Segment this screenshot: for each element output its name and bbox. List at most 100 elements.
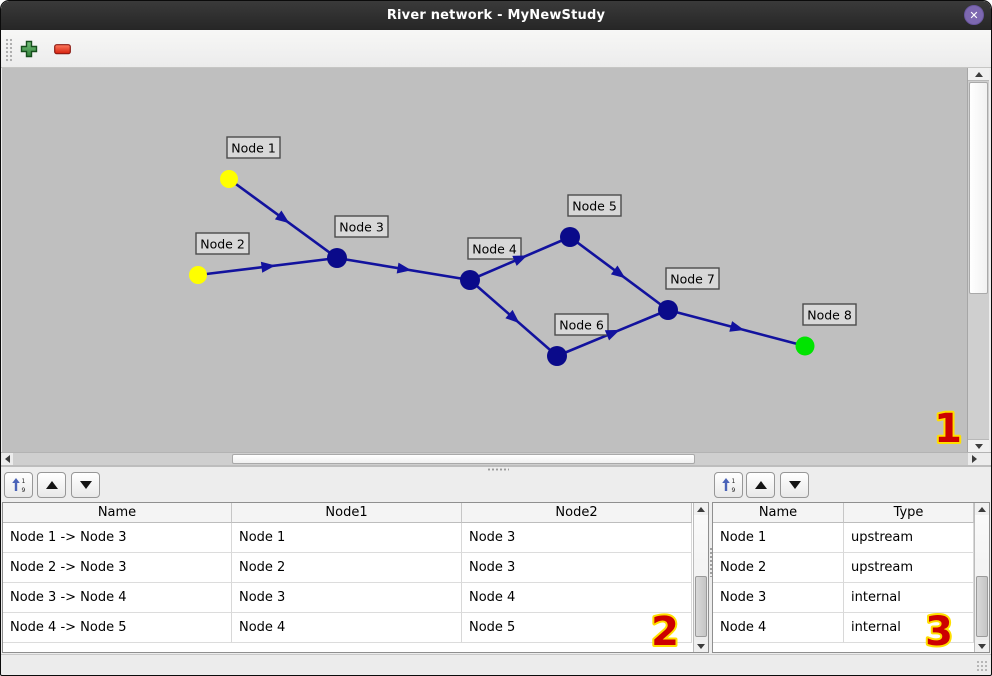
column-header[interactable]: Node2: [462, 503, 692, 523]
nodes-sort-button[interactable]: 1 9: [714, 472, 743, 498]
table-cell[interactable]: Node 3: [713, 583, 844, 613]
canvas-vertical-scrollbar[interactable]: [967, 68, 989, 452]
reaches-move-down-button[interactable]: [71, 472, 100, 498]
svg-text:Node 8: Node 8: [807, 308, 852, 323]
horizontal-scroll-thumb[interactable]: [232, 454, 695, 464]
node-label: Node 1: [226, 136, 281, 159]
move-down-icon: [788, 481, 801, 489]
column-header[interactable]: Name: [713, 503, 844, 523]
node-label: Node 3: [334, 215, 389, 238]
table-splitter-handle[interactable]: [709, 547, 713, 577]
network-node[interactable]: [189, 266, 207, 284]
scroll-right-button[interactable]: [968, 453, 980, 465]
scroll-up-button[interactable]: [694, 503, 708, 515]
column-header[interactable]: Node1: [232, 503, 462, 523]
table-cell[interactable]: Node 3: [462, 523, 692, 553]
toolbar-drag-handle[interactable]: [5, 38, 12, 62]
table-cell[interactable]: Node 3 -> Node 4: [3, 583, 232, 613]
edge-arrow-icon: [604, 329, 620, 341]
edge-arrow-icon: [610, 265, 626, 279]
table-cell[interactable]: Node 3: [232, 583, 462, 613]
nodes-move-down-button[interactable]: [780, 472, 809, 498]
resize-grip[interactable]: [976, 660, 987, 671]
scroll-up-icon: [697, 506, 705, 512]
scroll-left-icon: [4, 455, 10, 463]
edge-arrow-icon: [260, 261, 276, 273]
network-node[interactable]: [560, 227, 580, 247]
canvas-horizontal-scrollbar[interactable]: [1, 452, 991, 466]
network-node[interactable]: [795, 336, 815, 356]
add-button[interactable]: [15, 35, 43, 63]
table-scroll-thumb[interactable]: [976, 576, 988, 637]
table-cell[interactable]: Node 1 -> Node 3: [3, 523, 232, 553]
node-label: Node 4: [467, 237, 522, 260]
titlebar: River network - MyNewStudy ✕: [1, 1, 991, 30]
table-cell[interactable]: Node 2: [232, 553, 462, 583]
add-icon: [20, 40, 38, 58]
svg-text:1: 1: [732, 478, 736, 485]
scroll-left-button[interactable]: [1, 453, 13, 465]
svg-text:Node 2: Node 2: [200, 237, 245, 252]
reaches-sort-button[interactable]: 1 9: [4, 472, 33, 498]
table-cell[interactable]: upstream: [844, 523, 974, 553]
edge-arrow-icon: [505, 309, 520, 324]
network-node[interactable]: [220, 170, 238, 188]
scroll-down-button[interactable]: [975, 640, 989, 652]
column-header[interactable]: Name: [3, 503, 232, 523]
sort-icon: 1 9: [12, 478, 26, 493]
scroll-up-icon: [974, 71, 983, 77]
pane-splitter[interactable]: [1, 466, 991, 467]
table-cell[interactable]: Node 4: [232, 613, 462, 643]
reaches-table-scrollbar[interactable]: [693, 503, 708, 652]
column-header[interactable]: Type: [844, 503, 974, 523]
table-cell[interactable]: Node 1: [713, 523, 844, 553]
reaches-move-up-button[interactable]: [37, 472, 66, 498]
scroll-down-button[interactable]: [694, 640, 708, 652]
table-cell[interactable]: Node 2 -> Node 3: [3, 553, 232, 583]
table-cell[interactable]: internal: [844, 583, 974, 613]
nodes-move-up-button[interactable]: [746, 472, 775, 498]
table-cell[interactable]: Node 3: [462, 553, 692, 583]
scroll-up-button[interactable]: [968, 68, 989, 81]
network-node[interactable]: [327, 248, 347, 268]
table-scroll-thumb[interactable]: [695, 576, 707, 637]
scroll-down-button[interactable]: [968, 439, 989, 452]
scroll-down-icon: [697, 643, 705, 649]
table-cell[interactable]: Node 4: [713, 613, 844, 643]
scroll-up-icon: [978, 506, 986, 512]
table-cell[interactable]: Node 4 -> Node 5: [3, 613, 232, 643]
remove-button[interactable]: [48, 35, 76, 63]
table-cell[interactable]: Node 2: [713, 553, 844, 583]
table-cell[interactable]: Node 5: [462, 613, 692, 643]
network-node[interactable]: [460, 270, 480, 290]
svg-text:Node 3: Node 3: [339, 220, 384, 235]
scrollbar-corner: [980, 453, 991, 465]
network-node[interactable]: [658, 300, 678, 320]
table-cell[interactable]: Node 4: [462, 583, 692, 613]
svg-text:9: 9: [732, 487, 736, 493]
svg-text:Node 7: Node 7: [670, 272, 715, 287]
node-label: Node 2: [195, 232, 250, 255]
table-cell[interactable]: Node 1: [232, 523, 462, 553]
scroll-up-button[interactable]: [975, 503, 989, 515]
pane-splitter-handle[interactable]: [487, 468, 509, 471]
nodes-table-scrollbar[interactable]: [974, 503, 989, 652]
table-cell[interactable]: upstream: [844, 553, 974, 583]
close-button[interactable]: ✕: [964, 5, 984, 25]
vertical-scroll-thumb[interactable]: [969, 82, 988, 294]
table-cell[interactable]: internal: [844, 613, 974, 643]
network-node[interactable]: [547, 346, 567, 366]
